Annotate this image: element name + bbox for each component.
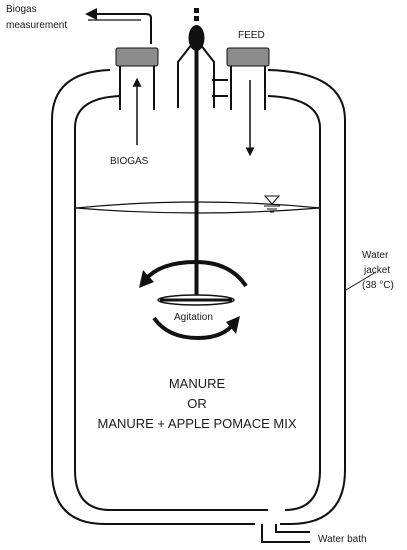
content-label-1: MANURE bbox=[169, 376, 226, 391]
biogas-measurement-label-1: Biogas bbox=[6, 4, 37, 15]
biogas-measurement-arrow bbox=[85, 8, 152, 44]
water-bath-label: Water bath bbox=[318, 534, 367, 545]
feed-label: FEED bbox=[238, 30, 265, 41]
water-jacket-label-3: (38 °C) bbox=[362, 280, 394, 291]
water-jacket-label-2: jacket bbox=[363, 265, 390, 276]
agitation-label: Agitation bbox=[174, 312, 213, 323]
biogas-measurement-label-2: measurement bbox=[6, 20, 67, 31]
feed-port bbox=[226, 47, 270, 110]
agitation-arrows bbox=[139, 259, 248, 341]
water-jacket-leader bbox=[345, 271, 377, 291]
impeller bbox=[157, 294, 235, 306]
content-label-2: OR bbox=[187, 396, 207, 411]
content-label-3: MANURE + APPLE POMACE MIX bbox=[97, 416, 296, 431]
agitator-housing bbox=[177, 43, 215, 108]
water-jacket-label-1: Water bbox=[362, 250, 389, 261]
water-bath-pipe bbox=[261, 524, 310, 543]
feed-port-cap bbox=[226, 47, 270, 67]
biogas-port bbox=[115, 47, 159, 110]
biogas-label: BIOGAS bbox=[110, 156, 149, 167]
liquid-surface bbox=[75, 201, 321, 214]
biogas-port-cap bbox=[115, 47, 159, 67]
agitator-motor bbox=[188, 8, 205, 51]
water-level-symbol bbox=[263, 195, 281, 213]
